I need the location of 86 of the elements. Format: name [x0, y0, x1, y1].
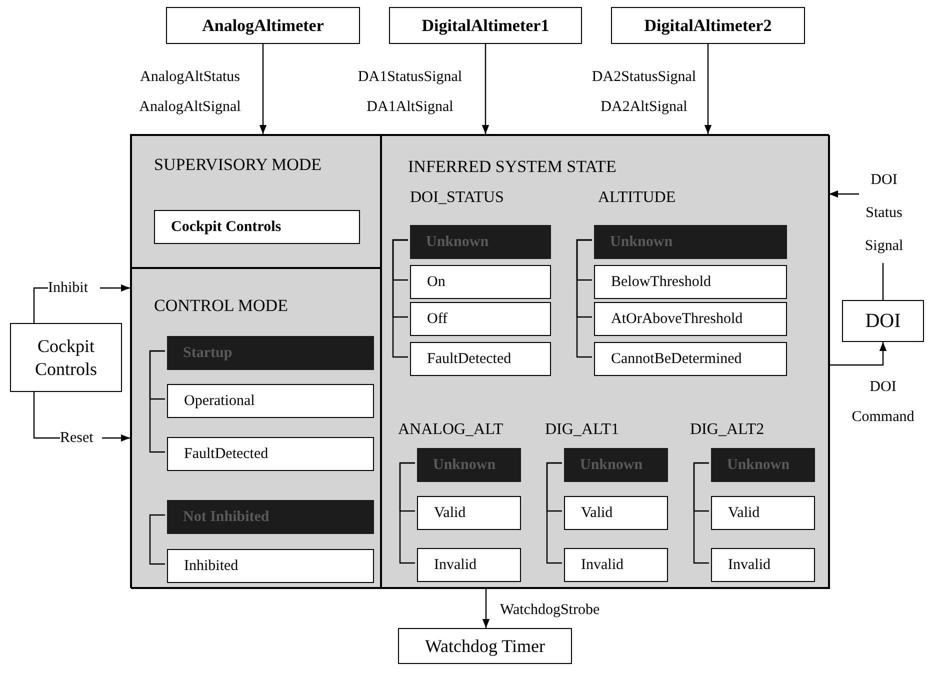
tree-line — [546, 462, 562, 564]
state-box — [711, 496, 815, 530]
state-box — [594, 302, 787, 336]
state-box — [417, 548, 521, 582]
arrow — [829, 342, 887, 366]
node-label: Invalid — [434, 556, 476, 575]
group-heading: DOI_STATUS — [410, 188, 504, 208]
initial-state-box — [410, 225, 551, 259]
arrow — [704, 44, 712, 134]
node-label: Unknown — [433, 456, 496, 475]
edge-label: WatchdogStrobe — [500, 601, 601, 620]
node-label: Invalid — [581, 556, 624, 575]
tree-line — [392, 239, 408, 358]
node-label: BelowThreshold — [611, 272, 711, 292]
tree-line — [576, 239, 592, 358]
group-heading: ALTITUDE — [598, 188, 676, 208]
state-box — [417, 496, 521, 530]
node-label: Invalid — [728, 556, 770, 575]
node-label: Cockpit Controls — [171, 218, 282, 237]
node-label: Valid — [728, 504, 760, 523]
node-label: AnalogAltimeter — [202, 14, 324, 37]
state-box — [167, 384, 374, 418]
panel-heading: SUPERVISORY MODE — [154, 154, 322, 176]
node-label: AtOrAboveThreshold — [611, 310, 743, 329]
node-label: Valid — [581, 504, 613, 523]
tree-line — [149, 514, 165, 565]
node-label: Operational — [184, 392, 255, 411]
initial-state-box — [564, 448, 668, 482]
group-heading: ANALOG_ALT — [398, 420, 504, 440]
node-label: Valid — [434, 504, 466, 523]
initial-state-box — [711, 448, 815, 482]
initial-state-box — [594, 225, 787, 259]
node-label: Unknown — [727, 456, 790, 475]
sensor-box — [389, 7, 582, 44]
node-label: Unknown — [610, 232, 673, 252]
state-box — [410, 342, 551, 376]
initial-state-box — [167, 336, 374, 370]
node-label: FaultDetected — [184, 444, 268, 464]
node-label: Unknown — [580, 456, 643, 475]
panel-heading: INFERRED SYSTEM STATE — [408, 156, 616, 178]
mode-panel — [131, 268, 381, 589]
state-box — [167, 437, 374, 471]
state-box — [167, 549, 374, 583]
sensor-box — [611, 7, 805, 44]
tree-line — [149, 350, 165, 453]
state-box — [410, 302, 551, 336]
state-box — [564, 496, 668, 530]
sensor-box — [166, 7, 360, 44]
tree-line — [399, 462, 415, 564]
edge-label: AnalogAltStatus AnalogAltSignal — [138, 68, 242, 117]
edge-label: DA1StatusSignal DA1AltSignal — [356, 68, 464, 117]
group-heading: DIG_ALT2 — [690, 420, 764, 440]
node-label: Not Inhibited — [183, 508, 270, 527]
arrow — [482, 588, 490, 628]
node-label: FaultDetected — [427, 350, 512, 369]
node-label: DOI — [865, 309, 901, 334]
arrow — [259, 44, 267, 134]
node-label: Cockpit Controls — [34, 335, 98, 380]
node-label: Unknown — [426, 232, 489, 252]
state-box — [594, 342, 787, 376]
node-label: On — [427, 272, 446, 292]
panel-heading: CONTROL MODE — [154, 295, 288, 317]
node-label: Watchdog Timer — [424, 634, 546, 658]
mode-panel — [381, 135, 830, 589]
edge-label: DA2StatusSignal DA2AltSignal — [590, 68, 698, 117]
interface-box — [154, 210, 360, 244]
component-box — [10, 323, 122, 392]
node-label: Inhibited — [184, 556, 238, 576]
node-label: DigitalAltimeter1 — [422, 14, 550, 37]
node-label: CannotBeDetermined — [611, 350, 742, 369]
state-box — [564, 548, 668, 582]
arrow — [482, 44, 490, 134]
mode-panel — [131, 135, 381, 268]
system-box — [130, 134, 829, 588]
component-box — [842, 300, 924, 342]
initial-state-box — [167, 500, 374, 534]
initial-state-box — [417, 448, 521, 482]
tree-line — [693, 462, 709, 564]
component-box — [398, 628, 572, 664]
node-label: DigitalAltimeter2 — [644, 14, 772, 37]
state-box — [711, 548, 815, 582]
state-box — [594, 265, 787, 299]
node-label: Off — [427, 310, 448, 329]
node-label: Startup — [183, 344, 232, 363]
group-heading: DIG_ALT1 — [545, 420, 620, 440]
state-box — [410, 265, 551, 299]
